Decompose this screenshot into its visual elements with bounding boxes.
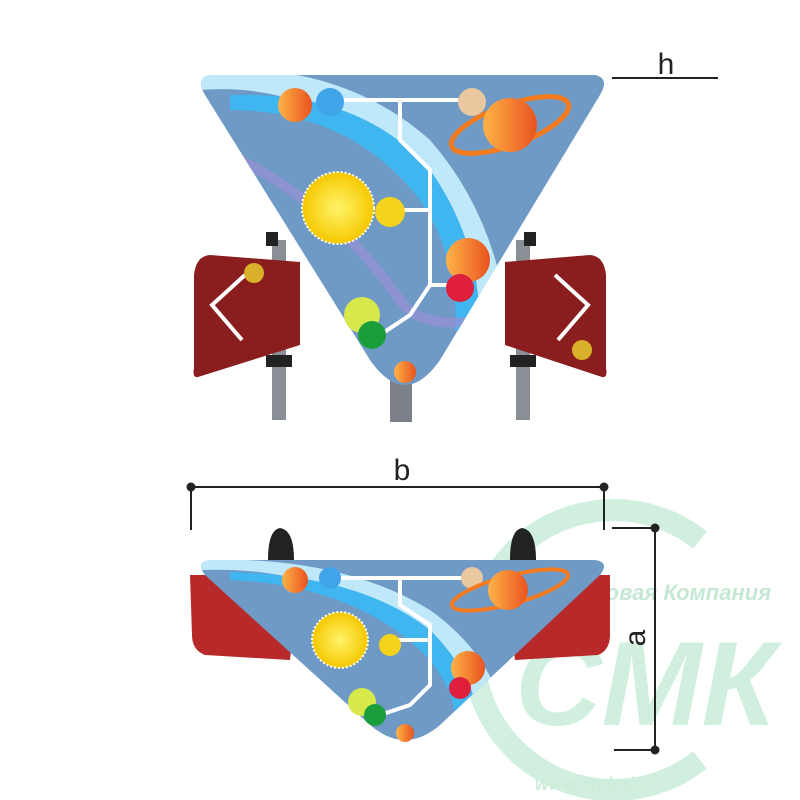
dimension-b: b	[186, 454, 609, 530]
wing-knob	[244, 263, 264, 283]
puck-icon	[461, 567, 483, 589]
puck-icon	[458, 88, 486, 116]
dimension-b-label: b	[394, 454, 411, 487]
planet-icon	[451, 651, 485, 685]
puck-icon	[375, 197, 405, 227]
saturn-icon	[488, 570, 528, 610]
puck-icon	[446, 274, 474, 302]
space-maze-panel	[201, 75, 604, 385]
sun-icon	[301, 171, 375, 245]
post-caps	[268, 528, 536, 560]
puck-icon	[364, 704, 386, 726]
maze-track	[330, 98, 470, 337]
puck-icon	[449, 677, 471, 699]
top-view	[190, 528, 610, 742]
puck-icon	[358, 321, 386, 349]
planet-icon	[396, 724, 414, 742]
planet-icon	[282, 567, 308, 593]
dimension-a-label: a	[619, 629, 652, 646]
space-maze-panel	[201, 560, 604, 742]
saturn-icon	[483, 98, 537, 152]
dimension-h-label: h	[658, 48, 675, 81]
planet-icon	[278, 88, 312, 122]
puck-icon	[379, 634, 401, 656]
right-wing-panel	[505, 255, 607, 378]
watermark-url: www.smk-tk.ru	[535, 774, 662, 794]
puck-icon	[319, 567, 341, 589]
left-wing-panel	[193, 255, 300, 378]
front-view	[193, 75, 607, 422]
planet-icon	[394, 361, 416, 383]
sun-icon	[311, 611, 369, 669]
dimension-a: a	[612, 523, 660, 755]
maze-track	[330, 576, 470, 717]
wing-knob	[572, 340, 592, 360]
dimension-h: h	[612, 48, 718, 81]
puck-icon	[316, 88, 344, 116]
planet-icon	[446, 238, 490, 282]
